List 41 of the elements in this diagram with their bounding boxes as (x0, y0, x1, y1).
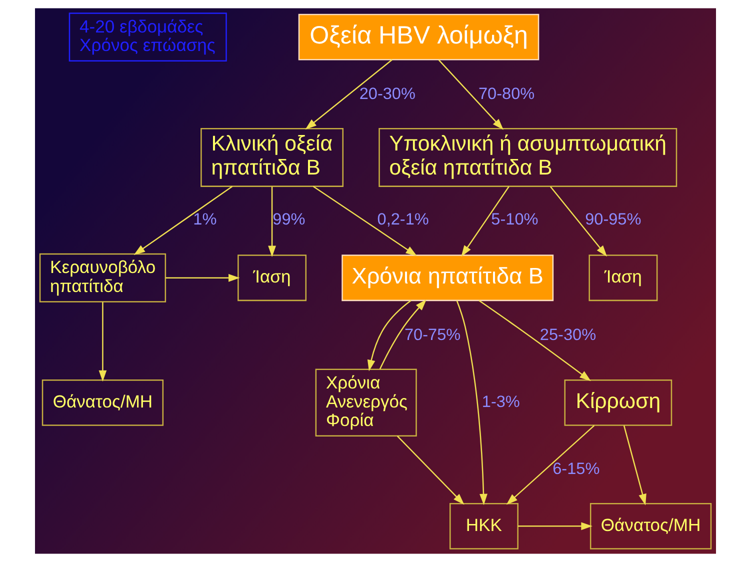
node-box: Χρόνια ηπατίτιδα Β (341, 254, 554, 302)
node-box: 4-20 εβδομάδες Χρόνος επώασης (68, 12, 226, 62)
node-box: ΗΚΚ (449, 502, 518, 550)
arrow (396, 436, 464, 505)
node-box: Θάνατος/ΜΗ (41, 379, 164, 426)
arrow (133, 186, 232, 255)
arrow (438, 60, 504, 130)
node-box: Ίαση (237, 254, 306, 302)
arrow (98, 302, 106, 382)
edge-label: 1-3% (481, 392, 520, 411)
edge-label: 5-10% (490, 210, 538, 228)
node-box: Κλινική οξεία ηπατίτιδα Β (200, 128, 344, 187)
arrow (456, 300, 487, 506)
arrow (312, 186, 417, 256)
node-box: Κεραυνοβόλο ηπατίτιδα (38, 253, 166, 302)
arrow (304, 59, 392, 130)
node-box: Θάνατος/ΜΗ (589, 502, 712, 550)
edge-label: 1% (192, 210, 216, 228)
node-box: Υποκλινική ή ασυμπτωματική οξεία ηπατίτιδα Β (378, 128, 677, 187)
arrow (478, 300, 590, 382)
edge-label: 25-30% (539, 326, 596, 344)
arrow (378, 299, 426, 370)
arrow (622, 425, 646, 506)
edge-label: 0,2-1% (376, 210, 428, 228)
arrow (165, 274, 240, 282)
edge-label: 90-95% (584, 210, 641, 228)
arrow (517, 522, 592, 530)
edge-label: 6-15% (552, 460, 600, 478)
node-box: Χρόνια Ανενεργός Φορία (314, 368, 416, 437)
edge-label: 99% (272, 210, 305, 228)
node-box: Ίαση (588, 254, 658, 302)
edge-label: 70-75% (404, 326, 460, 344)
edge-label: 20-30% (358, 85, 415, 104)
node-box: Οξεία HBV λοίμωξη (298, 14, 539, 60)
edge-label: 70-80% (478, 85, 534, 104)
node-box: Κίρρωση (564, 379, 672, 426)
arrow (549, 186, 607, 257)
arrow (460, 186, 509, 257)
arrow (366, 300, 411, 372)
arrow (268, 186, 276, 258)
arrow (506, 425, 594, 505)
